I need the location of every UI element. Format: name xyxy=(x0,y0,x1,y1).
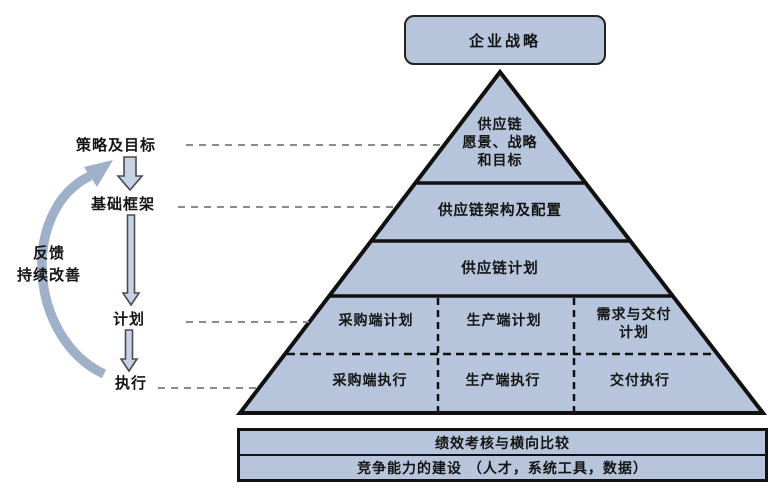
enterprise-strategy-label: 企业战略 xyxy=(468,31,541,50)
pyramid-level-architecture-label: 供应链架构及配置 xyxy=(438,203,562,219)
down-arrow-icon-2 xyxy=(121,214,141,307)
feedback-curve-arrow xyxy=(37,171,107,379)
cell-production-plan: 生产端计划 xyxy=(466,313,542,329)
performance-review-bar: 绩效考核与横向比较 xyxy=(240,431,765,456)
left-label-basic-framework: 基础框架 xyxy=(90,195,155,213)
down-arrow-icon-3 xyxy=(119,329,139,373)
enterprise-strategy-box: 企业战略 xyxy=(404,15,606,65)
cell-production-exec: 生产端执行 xyxy=(465,373,541,389)
pyramid-level-planning-label: 供应链计划 xyxy=(461,261,539,277)
foundation-box: 绩效考核与横向比较 竞争能力的建设 （人才，系统工具，数据） xyxy=(237,428,768,482)
cell-procurement-plan: 采购端计划 xyxy=(338,313,414,329)
cell-procurement-exec: 采购端执行 xyxy=(332,373,408,389)
capability-building-bar: 竞争能力的建设 （人才，系统工具，数据） xyxy=(357,460,648,477)
pyramid-level-vision-label: 供应链 愿景、战略 和目标 xyxy=(462,117,538,170)
cell-demand-delivery-plan: 需求与交付 计划 xyxy=(596,307,672,342)
feedback-improvement-label: 反馈 持续改善 xyxy=(16,244,81,284)
down-arrow-icon-1 xyxy=(116,156,144,192)
feedback-arrowhead-icon xyxy=(84,160,113,187)
cell-delivery-exec: 交付执行 xyxy=(610,373,670,389)
left-label-plan: 计划 xyxy=(112,310,145,328)
left-label-strategy-goals: 策略及目标 xyxy=(75,136,156,154)
left-label-execute: 执行 xyxy=(114,374,147,392)
